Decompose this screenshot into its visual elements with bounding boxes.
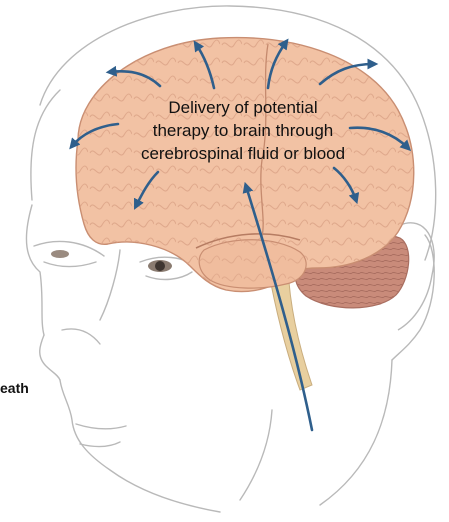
- therapy-delivery-annotation: Delivery of potential therapy to brain t…: [118, 96, 368, 165]
- annotation-line: cerebrospinal fluid or blood: [118, 142, 368, 165]
- truncated-side-label: eath: [0, 380, 29, 396]
- annotation-line: therapy to brain through: [118, 119, 368, 142]
- eye: [51, 250, 172, 272]
- annotation-line: Delivery of potential: [118, 96, 368, 119]
